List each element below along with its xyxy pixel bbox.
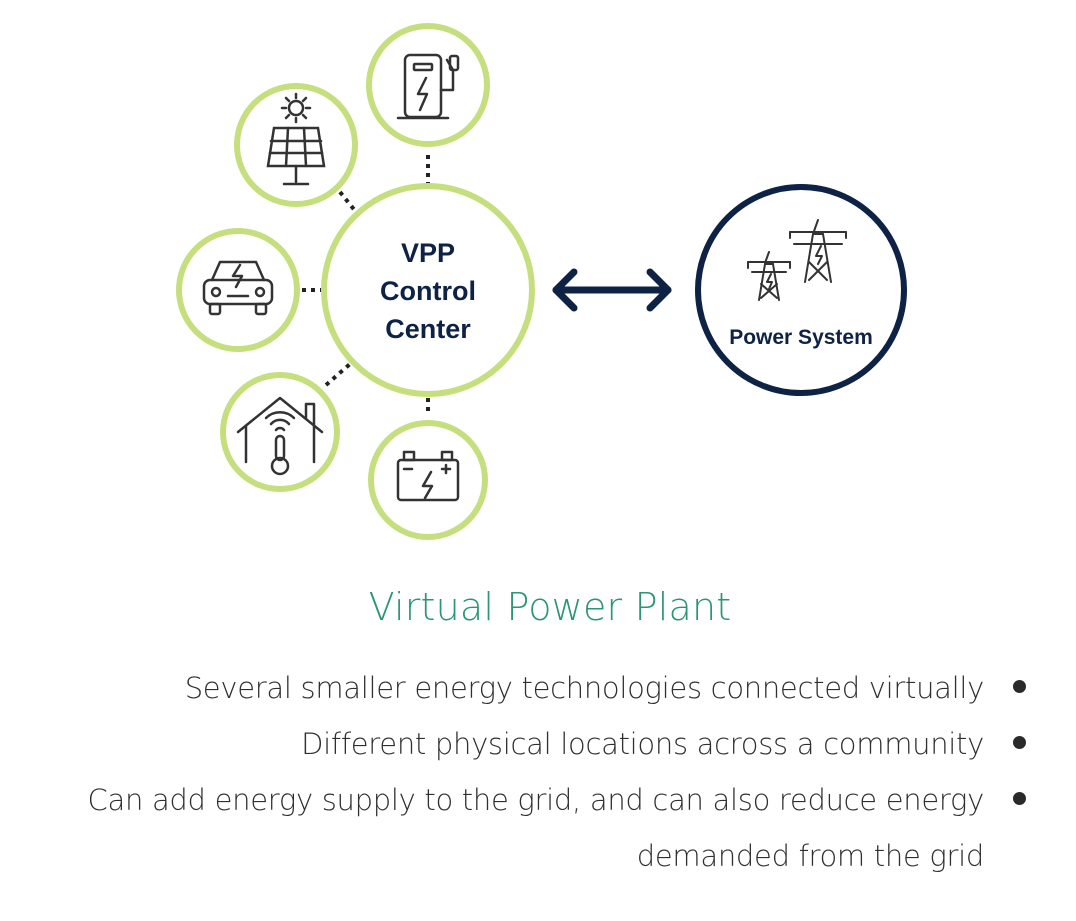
bullet-text: Can add energy supply to the grid, and c… — [87, 783, 985, 817]
bullet-item: Different physical locations across a co… — [26, 716, 1026, 772]
ev-charger-icon — [396, 53, 460, 120]
connector-solar — [338, 190, 358, 214]
connector-house — [324, 362, 352, 387]
power-system-node: Power System — [695, 184, 907, 396]
connectors — [302, 155, 430, 416]
bullet-item: Can add energy supply to the grid, and c… — [26, 772, 1026, 884]
power-system-label: Power System — [729, 326, 873, 349]
bidirectional-arrow-icon — [552, 268, 672, 312]
car-node — [176, 228, 300, 352]
vpp-diagram: VPP Control Center — [176, 23, 907, 540]
center-label-line1: VPP — [401, 238, 455, 268]
vpp-control-center-circle — [321, 183, 535, 397]
ev-charger-node — [366, 23, 490, 147]
bullet-dot-icon — [1013, 792, 1026, 805]
solar-node — [234, 83, 358, 207]
bullet-dot-icon — [1013, 680, 1026, 693]
bullet-text: Different physical locations across a co… — [301, 727, 984, 761]
electric-car-icon — [202, 260, 274, 316]
house-node — [220, 372, 340, 492]
bullet-dot-icon — [1013, 736, 1026, 749]
transmission-tower-icon — [747, 219, 847, 301]
bullet-item: Several smaller energy technologies conn… — [26, 660, 1026, 716]
caption-title: Virtual Power Plant — [368, 585, 732, 629]
bullet-text-continued: demanded from the grid — [636, 839, 985, 873]
bullet-text: Several smaller energy technologies conn… — [184, 671, 985, 705]
center-label-line2: Control — [380, 276, 476, 306]
bullet-list: Several smaller energy technologies conn… — [26, 660, 1026, 884]
solar-panel-icon — [266, 92, 326, 186]
center-label-line3: Center — [385, 314, 471, 344]
battery-node — [368, 420, 488, 540]
smart-thermostat-house-icon — [236, 396, 324, 476]
battery-icon — [396, 450, 460, 502]
